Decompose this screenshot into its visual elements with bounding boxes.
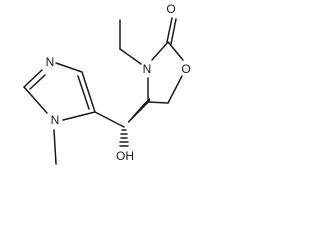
bond-n3-ch2 [119, 48, 142, 65]
bond-imid-c5-c4 [81, 71, 96, 113]
oxazolidinone-nitrogen-label: N [143, 62, 152, 76]
carbonyl-oxygen-label: O [166, 2, 175, 16]
chemical-structure: O N O N N OH [23, 2, 191, 165]
bond-imid-c4-n3 [55, 62, 83, 73]
bond-imid-c5-c4-inner [77, 75, 90, 110]
bond-c2-o-carbonyl-a [166, 17, 173, 43]
bond-c2-o1 [167, 41, 184, 61]
bond-o1-c5 [167, 75, 183, 104]
oxazolidinone-ring [147, 17, 184, 104]
bond-imid-n1-c5 [62, 111, 96, 121]
imidazole-nitrogen-top-label: N [46, 55, 55, 69]
bond-n3-c2 [151, 41, 169, 61]
bond-c5-c4 [147, 101, 169, 104]
hashed-wedge-bond [127, 98, 151, 123]
bond-imid-n3-c2 [23, 69, 43, 88]
bond-n1-methyl [53, 129, 57, 165]
imidazole-nitrogen-methyl-label: N [51, 113, 60, 127]
bond-choh-imidazole [94, 111, 125, 128]
hydroxyl-label: OH [116, 149, 134, 163]
imidazole-ring [23, 62, 96, 165]
hydroxyl-hashed-bond [119, 129, 129, 147]
bond-c2-o-carbonyl-b [170, 18, 177, 45]
oxazolidinone-oxygen-label: O [181, 62, 190, 76]
ethyl-group [119, 19, 142, 65]
bond-imid-n3-c2-inner [29, 74, 46, 90]
bond-imid-c2-n1 [23, 86, 48, 114]
